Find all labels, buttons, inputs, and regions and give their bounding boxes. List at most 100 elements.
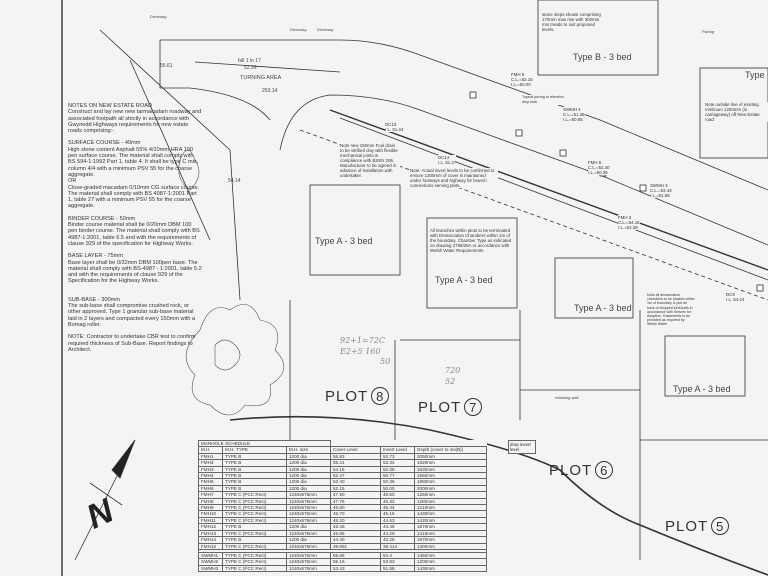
- site-boundary: [229, 415, 768, 576]
- level-label: 253.14: [262, 88, 278, 94]
- driveway-label: Driveway: [150, 14, 167, 19]
- table-cell: 1415mm: [414, 529, 487, 538]
- house-type-right: [699, 67, 768, 159]
- handwritten-note: 720: [445, 366, 461, 375]
- road-centreline: [329, 109, 768, 271]
- subbase-heading: SUB-BASE - 300mm: [68, 296, 120, 303]
- base-text: Base layer shall be 0/32mm DBM 100pen ba…: [68, 259, 202, 285]
- surface-alt: Close-graded macadam 0/10mm CG surface c…: [68, 184, 200, 210]
- table-cell: 1460mm: [414, 551, 487, 560]
- surface-heading: SURFACE COURSE - 40mm: [68, 140, 141, 147]
- house-label: Type A - 3 bed: [673, 384, 731, 394]
- notes-intro: Construct and lay new new tarmacadam roa…: [68, 109, 202, 135]
- table-cell: TYPE C (PCC Rect): [222, 564, 287, 573]
- drop-invert-level-header: drop invert level: [508, 440, 536, 454]
- house-label: Type: [745, 70, 765, 80]
- table-cell: 1300mm: [414, 542, 487, 550]
- fmh5-label: FMH 5 C.L.=52.40 I.L.=50.36: [588, 160, 610, 175]
- house-label: Type A - 3 bed: [435, 275, 493, 285]
- driveway-label: Driveway: [317, 27, 334, 32]
- driveway-label: Driveway: [290, 27, 307, 32]
- schedule-column-header: Depth (cover to inv(B)): [414, 446, 487, 454]
- paving-label: Paving: [702, 29, 715, 34]
- table-cell: 1240x675mm: [286, 564, 331, 573]
- turning-area-label: TURNING AREA: [240, 75, 282, 81]
- binder-heading: BINDER COURSE - 50mm: [68, 215, 136, 222]
- boundary-line: [129, 59, 211, 241]
- house-type-a-2: [426, 217, 518, 309]
- sewer-line: [299, 129, 768, 301]
- level-label: 55.61: [160, 63, 173, 69]
- level-line: [194, 61, 341, 73]
- foul-drain-note: Note new 150mm Foul drain to be vitrifie…: [340, 143, 400, 178]
- table-cell: 1870mm: [414, 523, 487, 531]
- table-cell: SWMH3: [198, 564, 223, 573]
- dc14-label: DC14 I.L. 51.27: [438, 155, 457, 165]
- surface-text: High stone content Asphalt 55% 4/10mm HR…: [68, 146, 199, 178]
- handwritten-note: 50: [380, 357, 391, 366]
- dc13-label: DC13 I.L. 51.44: [385, 122, 404, 132]
- footpath-line: [339, 117, 768, 281]
- house-label: Type A - 3 bed: [315, 236, 373, 246]
- stone-steps-note: stone steps shown comprising 170mm max r…: [542, 12, 604, 32]
- house-type-a-4: [664, 335, 746, 397]
- table-cell: 1970mm: [414, 536, 487, 544]
- table-cell: 51.88: [380, 564, 415, 573]
- notes-title: NOTES ON NEW ESTATE ROAD: [68, 103, 153, 109]
- table-cell: 53.43: [330, 564, 381, 573]
- handwritten-note: E2+5 160: [340, 347, 381, 356]
- handwritten-note: 92+1=72C: [340, 336, 385, 345]
- base-heading: BASE LAYER - 75mm: [68, 253, 123, 260]
- table-cell: 1430mm: [414, 510, 487, 518]
- swmh4-label: SWMH 4 C.L.=51.36 I.L.=50.95: [563, 107, 585, 122]
- outside-line-note: Note outside line of existing minimum 12…: [705, 102, 768, 122]
- table-cell: 1420mm: [414, 516, 487, 525]
- level-label: 54.14: [228, 178, 241, 184]
- dc9-label: DC9 I.L. 54.24: [726, 292, 745, 302]
- level-label: 52.99: [244, 65, 257, 71]
- demarcation-note: Note all demarcation chambers to be loca…: [647, 293, 695, 327]
- trees: [178, 149, 285, 416]
- branches-note: All branches within plots to be terminat…: [430, 228, 516, 253]
- road-edge-top: [160, 39, 768, 191]
- house-type-a-1: [309, 184, 401, 276]
- table-cell: 1430mm: [414, 564, 487, 573]
- plot-boundaries: [289, 300, 768, 560]
- fall-label: fall 1 in 17: [238, 58, 261, 64]
- boundary-line: [99, 29, 241, 301]
- fmh3-label: FMH 3 C.L.=54.16 I.L.=52.38: [618, 215, 640, 230]
- or-text: OR: [68, 178, 77, 185]
- handwritten-note: 52: [445, 377, 456, 386]
- table-cell: 1200mm: [414, 558, 487, 566]
- retaining-wall-label: retaining wall: [555, 395, 579, 400]
- house-type-a-3: [554, 257, 634, 319]
- house-label: Type B - 3 bed: [573, 52, 632, 62]
- invert-note: Note: Actual invert levels to be confirm…: [410, 168, 498, 188]
- house-label: Type A - 3 bed: [574, 303, 632, 313]
- house-type-b: [537, 0, 659, 76]
- subbase-text: The sub-base shall compromise crushed ro…: [68, 303, 196, 328]
- topsoil-note: Topsoil paving to retention drop kerb: [522, 95, 567, 105]
- swmh3-label: SWMH 3 C.L.=53.43 I.L.=51.88: [650, 183, 672, 198]
- turning-area-edge: [159, 40, 271, 121]
- cbr-note: NOTE: Contractor to undertake CBR test t…: [68, 334, 196, 353]
- fmh6-label: FMH 6 C.L.=52.15 I.L.=50.00: [511, 72, 533, 87]
